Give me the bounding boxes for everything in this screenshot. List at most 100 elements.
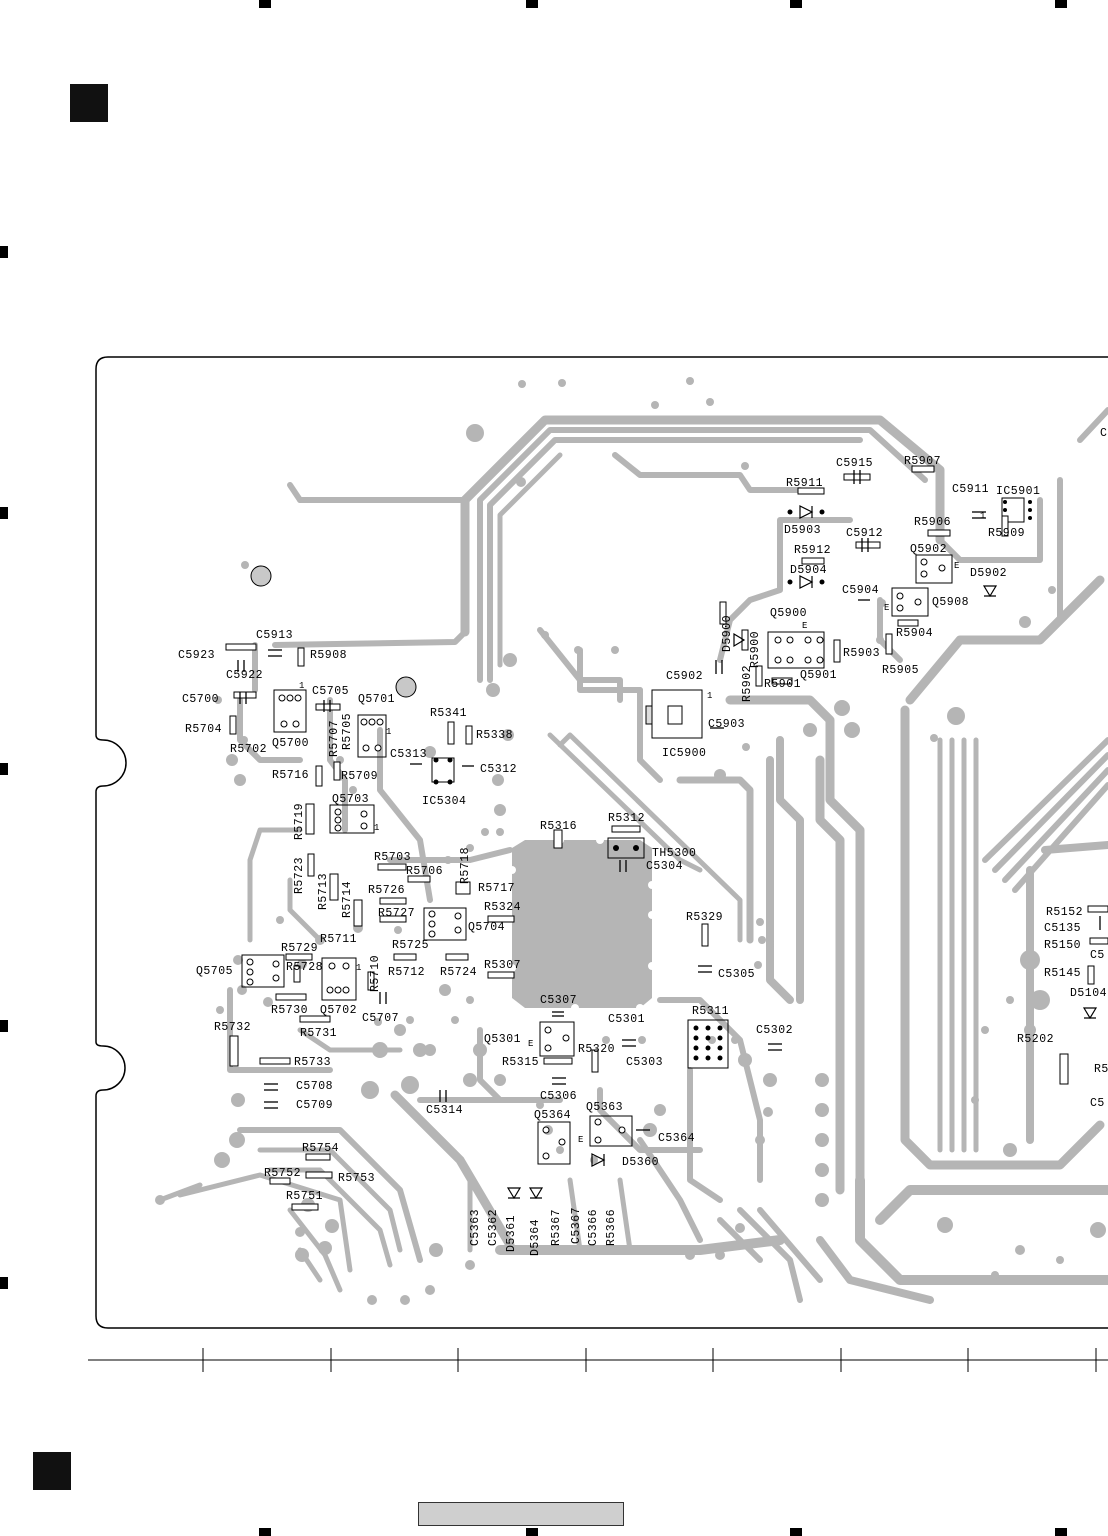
- label-r5367: R5367: [550, 1209, 563, 1246]
- mounting-hole-1: [250, 565, 272, 587]
- svg-text:E: E: [578, 1135, 584, 1145]
- label-c5306: C5306: [540, 1090, 577, 1103]
- svg-text:E: E: [884, 603, 890, 613]
- label-r5911: R5911: [786, 477, 823, 490]
- label-r5900: R5900: [749, 631, 762, 668]
- label-r5902: R5902: [741, 665, 754, 702]
- label-c5313: C5313: [390, 748, 427, 761]
- copper-pads: [155, 377, 1106, 1305]
- label-q5704: Q5704: [468, 921, 505, 934]
- label-r5707: R5707: [328, 720, 341, 757]
- label-c5902: C5902: [666, 670, 703, 683]
- registration-mark-left-4: [0, 1020, 8, 1032]
- label-r5706: R5706: [406, 865, 443, 878]
- registration-mark-bottom-4: [1055, 1528, 1067, 1536]
- label-r5730: R5730: [271, 1004, 308, 1017]
- label-r5752: R5752: [264, 1167, 301, 1180]
- label-d5364: D5364: [529, 1219, 542, 1256]
- label-r5713: R5713: [317, 873, 330, 910]
- label-r5724: R5724: [440, 966, 477, 979]
- label-q5902: Q5902: [910, 543, 947, 556]
- label-c5314: C5314: [426, 1104, 463, 1117]
- label-d5902: D5902: [970, 567, 1007, 580]
- label-r5145: R5145: [1044, 967, 1081, 980]
- label-q5363: Q5363: [586, 1101, 623, 1114]
- label-r5727: R5727: [378, 907, 415, 920]
- label-r5907: R5907: [904, 455, 941, 468]
- registration-mark-bottom-2: [526, 1528, 538, 1536]
- registration-mark-left-2: [0, 507, 8, 519]
- label-c5912: C5912: [846, 527, 883, 540]
- label-c5303: C5303: [626, 1056, 663, 1069]
- diode-symbols: [506, 505, 1098, 1200]
- component-pins: [246, 558, 946, 1160]
- label-c5312: C5312: [480, 763, 517, 776]
- label-c5903: C5903: [708, 718, 745, 731]
- label-ic5900: IC5900: [662, 747, 706, 760]
- component-outlines: [241, 497, 1025, 1165]
- label-r5712: R5712: [388, 966, 425, 979]
- svg-text:1: 1: [356, 963, 362, 973]
- label-r5718: R5718: [459, 847, 472, 884]
- label-d5904: D5904: [790, 564, 827, 577]
- label-r5702: R5702: [230, 743, 267, 756]
- label-c5923: C5923: [178, 649, 215, 662]
- svg-text:E: E: [954, 561, 960, 571]
- label-c5709: C5709: [296, 1099, 333, 1112]
- svg-text:1: 1: [707, 691, 713, 701]
- registration-mark-top-3: [790, 0, 802, 8]
- copper-traces: [157, 407, 1108, 1304]
- label-r5711: R5711: [320, 933, 357, 946]
- label-q5701: Q5701: [358, 693, 395, 706]
- label-r5729: R5729: [281, 942, 318, 955]
- corner-block-bottom: [33, 1452, 71, 1490]
- label-c5700: C5700: [182, 693, 219, 706]
- footer-page-box: [418, 1502, 624, 1526]
- label-c5364: C5364: [658, 1132, 695, 1145]
- label-q5301: Q5301: [484, 1033, 521, 1046]
- label-ic5304: IC5304: [422, 795, 466, 808]
- label-d5900: D5900: [721, 615, 734, 652]
- component-labels: C5915 R5907 R5911 C5911 IC5901 D5903 R59…: [178, 427, 1108, 1256]
- label-r5732: R5732: [214, 1021, 251, 1034]
- orientation-marks: EEE 111 11E E1: [299, 511, 986, 1145]
- svg-text:E: E: [528, 1039, 534, 1049]
- label-c5913: C5913: [256, 629, 293, 642]
- label-r5366: R5366: [605, 1209, 618, 1246]
- main-ic-pad: [512, 840, 652, 1008]
- registration-mark-left-3: [0, 763, 8, 775]
- label-r5704: R5704: [185, 723, 222, 736]
- capacitor-symbols: [237, 470, 1101, 1131]
- label-c5922: C5922: [226, 669, 263, 682]
- label-r5726: R5726: [368, 884, 405, 897]
- label-r5906: R5906: [914, 516, 951, 529]
- label-r5320: R5320: [578, 1043, 615, 1056]
- label-q5900: Q5900: [770, 607, 807, 620]
- label-c5915: C5915: [836, 457, 873, 470]
- ic5900-tab: [645, 705, 683, 725]
- registration-mark-top-4: [1055, 0, 1067, 8]
- label-r5723: R5723: [293, 857, 306, 894]
- svg-text:1: 1: [980, 511, 986, 521]
- label-r5733: R5733: [294, 1056, 331, 1069]
- passive-footprints: [225, 465, 1108, 1211]
- label-r5152: R5152: [1046, 906, 1083, 919]
- label-r5710: R5710: [369, 955, 382, 992]
- label-c5301: C5301: [608, 1013, 645, 1026]
- label-r5754: R5754: [302, 1142, 339, 1155]
- label-c5705: C5705: [312, 685, 349, 698]
- label-d5903: D5903: [784, 524, 821, 537]
- label-r5150: R5150: [1044, 939, 1081, 952]
- label-q5908: Q5908: [932, 596, 969, 609]
- label-r5703: R5703: [374, 851, 411, 864]
- label-r5731: R5731: [300, 1027, 337, 1040]
- label-r5341: R5341: [430, 707, 467, 720]
- label-q5705: Q5705: [196, 965, 233, 978]
- registration-mark-bottom-3: [790, 1528, 802, 1536]
- label-r5338: R5338: [476, 729, 513, 742]
- label-c5911: C5911: [952, 483, 989, 496]
- bottom-ruler: [88, 1348, 1108, 1372]
- svg-text:1: 1: [299, 681, 305, 691]
- label-d5361: D5361: [505, 1215, 518, 1252]
- label-r5714: R5714: [341, 881, 354, 918]
